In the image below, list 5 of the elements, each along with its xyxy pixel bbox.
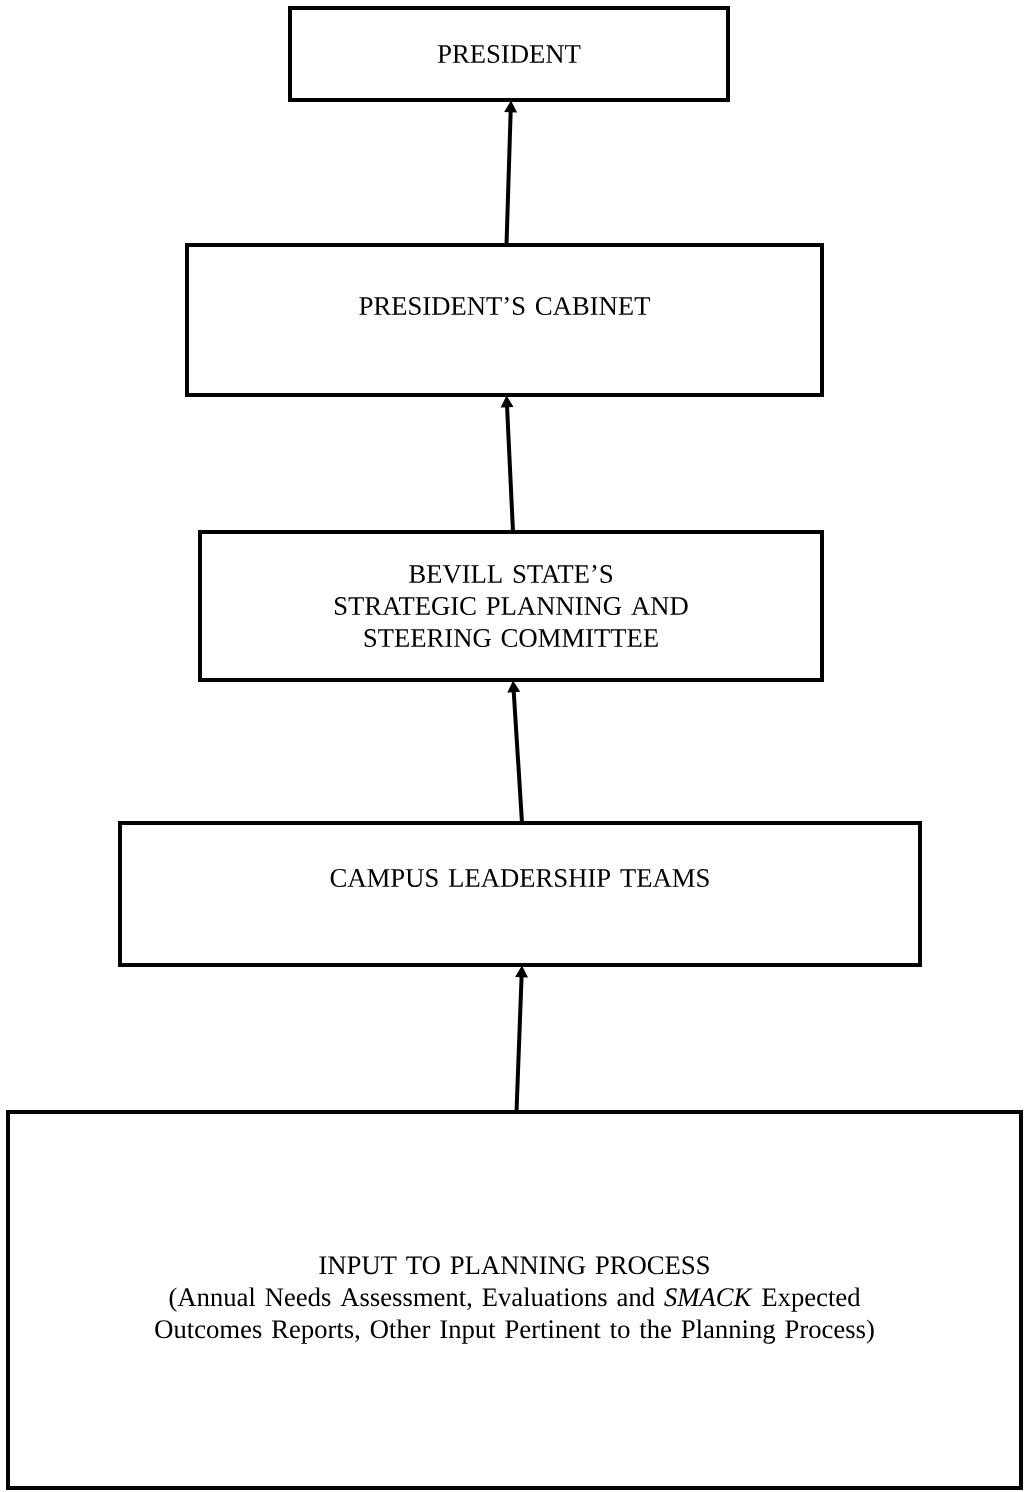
process-box: PRESIDENT — [288, 6, 730, 102]
process-box: CAMPUS LEADERSHIP TEAMS — [118, 821, 922, 967]
process-box: PRESIDENT’S CABINET — [185, 243, 824, 397]
process-box: BEVILL STATE’S STRATEGIC PLANNING AND STEERING COMMITTEE — [198, 530, 824, 682]
process-box: INPUT TO PLANNING PROCESS (Annual Needs Assessment, Evaluations and SMACK Expected Outcomes Reports, Other Input Pertinent to the Planning Process) — [6, 1110, 1023, 1490]
